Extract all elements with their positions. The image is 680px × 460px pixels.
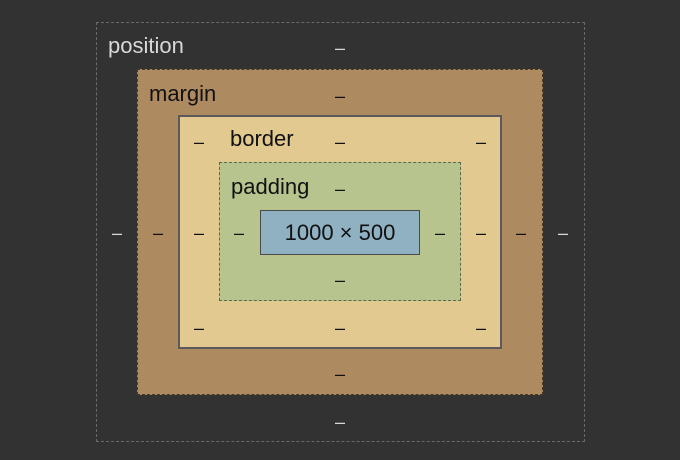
content-size-value: 1000 × 500: [284, 219, 396, 245]
border-bottom-right-value[interactable]: –: [475, 318, 486, 338]
position-top-value[interactable]: –: [334, 38, 345, 58]
margin-top-value[interactable]: –: [334, 86, 345, 106]
border-label: border: [230, 126, 294, 151]
padding-left-value[interactable]: –: [233, 223, 244, 243]
position-left-value[interactable]: –: [111, 223, 122, 243]
position-right-value[interactable]: –: [557, 223, 568, 243]
border-top-value[interactable]: –: [334, 132, 345, 152]
content-size-box[interactable]: 1000 × 500: [260, 210, 420, 255]
border-bottom-value[interactable]: –: [334, 318, 345, 338]
padding-bottom-value[interactable]: –: [334, 270, 345, 290]
margin-label: margin: [149, 81, 217, 106]
border-top-left-value[interactable]: –: [193, 132, 204, 152]
border-top-right-value[interactable]: –: [475, 132, 486, 152]
margin-left-value[interactable]: –: [152, 223, 163, 243]
padding-top-value[interactable]: –: [334, 179, 345, 199]
margin-bottom-value[interactable]: –: [334, 364, 345, 384]
position-box: [96, 22, 585, 442]
margin-right-value[interactable]: –: [515, 223, 526, 243]
border-right-value[interactable]: –: [475, 223, 486, 243]
padding-right-value[interactable]: –: [434, 223, 445, 243]
padding-label: padding: [231, 174, 310, 199]
position-bottom-value[interactable]: –: [334, 412, 345, 432]
border-left-value[interactable]: –: [193, 223, 204, 243]
border-bottom-left-value[interactable]: –: [193, 318, 204, 338]
position-label: position: [108, 33, 184, 58]
